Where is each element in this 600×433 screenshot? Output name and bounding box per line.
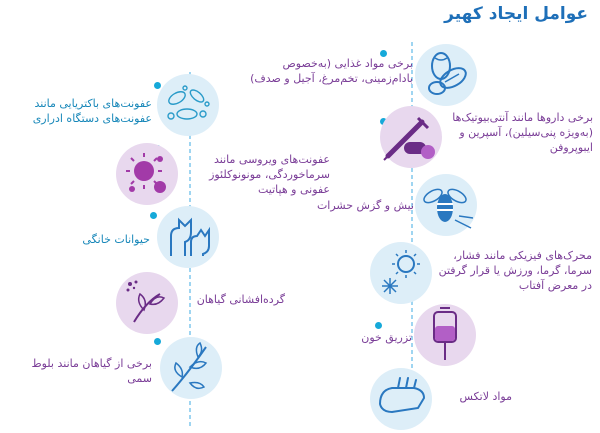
bullet-dot: [154, 82, 161, 89]
virus-icon: [116, 143, 178, 205]
cause-label: حیوانات خانگی: [82, 233, 150, 246]
blood-bag-icon: [414, 304, 476, 366]
page-title: عوامل ایجاد کهیر: [444, 4, 588, 24]
bullet-dot: [150, 212, 157, 219]
cause-label: مواد لاتکس: [459, 390, 512, 403]
pets-icon: [157, 206, 219, 268]
bacteria-icon: [157, 74, 219, 136]
bullet-dot: [380, 50, 387, 57]
medicine-icon: [380, 106, 442, 168]
cause-label: محرک‌های فیزیکی مانند فشار، سرما، گرما، …: [438, 249, 592, 292]
bullet-dot: [375, 322, 382, 329]
pollen-icon: [116, 272, 178, 334]
sun-snow-icon: [370, 242, 432, 304]
cause-label: برخی مواد غذایی (به‌خصوص بادام‌زمینی، تخ…: [250, 57, 413, 85]
latex-glove-icon: [370, 368, 432, 430]
right-timeline: [411, 42, 413, 427]
bullet-dot: [154, 338, 161, 345]
cause-label: عفونت‌های باکتریایی مانند عفونت‌های دستگ…: [32, 97, 152, 125]
poison-oak-icon: [160, 337, 222, 399]
cause-label: تزریق خون: [361, 331, 412, 344]
cause-label: برخی داروها مانند آنتی‌بیوتیک‌ها (به‌ویژ…: [452, 111, 593, 154]
cause-label: گرده‌افشانی گیاهان: [196, 293, 285, 306]
food-icon: [415, 44, 477, 106]
cause-label: عفونت‌های ویروسی مانند سرماخوردگی، مونون…: [209, 153, 330, 196]
insect-icon: [415, 174, 477, 236]
cause-label: نیش و گزش حشرات: [316, 199, 414, 212]
cause-label: برخی از گیاهان مانند بلوط سمی: [31, 357, 152, 385]
